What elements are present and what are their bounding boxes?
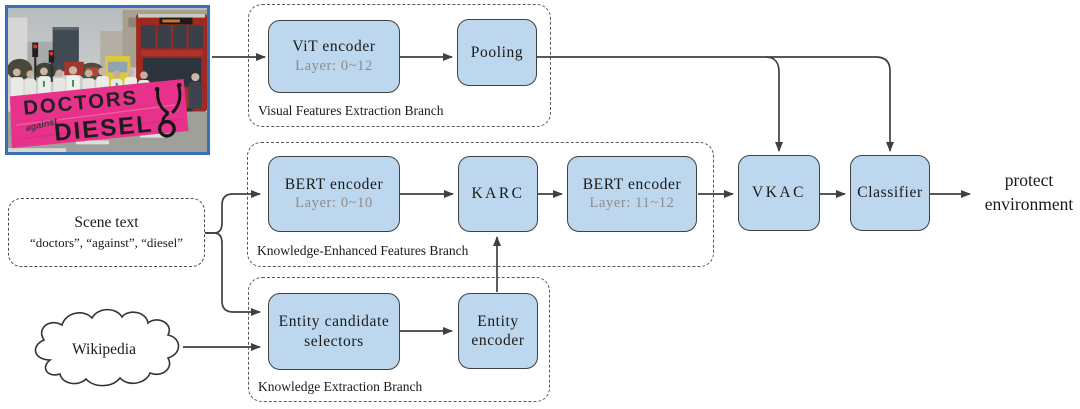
bert-encoder-2-layers: Layer: 11~12 [589,195,675,212]
node-classifier: Classifier [850,155,930,231]
arrow-pooling-to-classifier [537,56,894,152]
node-pooling: Pooling [457,19,537,86]
visual-branch-label: Visual Features Extraction Branch [258,103,444,118]
knowledge-enhanced-branch-label: Knowledge-Enhanced Features Branch [257,243,469,258]
node-entity-candidate-selectors: Entity candidate selectors [268,293,400,370]
node-entity-encoder: Entity encoder [458,293,538,369]
bert-encoder-1-layers: Layer: 0~10 [295,195,373,212]
node-karc: KARC [458,156,538,232]
knowledge-extraction-branch-label: Knowledge Extraction Branch [258,379,423,394]
node-bert-encoder-2: BERT encoder Layer: 11~12 [567,156,697,232]
karc-title: KARC [471,185,525,203]
node-bert-encoder-1: BERT encoder Layer: 0~10 [268,156,400,232]
node-vkac: VKAC [738,155,820,231]
entity-candidate-selectors-line1: Entity candidate [278,313,390,331]
prediction-line2: environment [984,193,1074,214]
node-vit-encoder: ViT encoder Layer: 0~12 [268,20,400,93]
cloud-shape [34,308,180,387]
protest-photo-illustration: DOCTORS against DIESEL [8,8,207,152]
prediction-output: protect environment [975,169,1080,216]
wikipedia-cloud: Wikipedia [22,298,187,398]
entity-candidate-selectors-line2: selectors [304,332,364,350]
vit-encoder-title: ViT encoder [292,38,376,56]
arrow-pooling-to-vkac [765,56,783,152]
bert-encoder-1-title: BERT encoder [284,175,384,193]
stethoscope-icon [154,82,182,138]
scene-text-words: “doctors”, “against”, “diesel” [29,235,184,250]
knowledge-extraction-branch-container [248,277,550,402]
wikipedia-label: Wikipedia [72,341,136,358]
entity-encoder-line2: encoder [471,332,525,349]
input-photo: DOCTORS against DIESEL [5,5,210,155]
scene-text-title: Scene text [74,214,139,231]
bert-encoder-2-title: BERT encoder [582,175,682,193]
classifier-title: Classifier [857,184,923,202]
scene-text-input: Scene text “doctors”, “against”, “diesel… [8,198,205,267]
vit-encoder-layers: Layer: 0~12 [295,57,373,74]
traffic-light [32,42,39,82]
pooling-title: Pooling [470,43,524,61]
prediction-line1: protect [1004,170,1054,190]
entity-encoder-line1: Entity [477,312,519,330]
vkac-title: VKAC [752,184,806,202]
traffic-light [48,50,55,82]
